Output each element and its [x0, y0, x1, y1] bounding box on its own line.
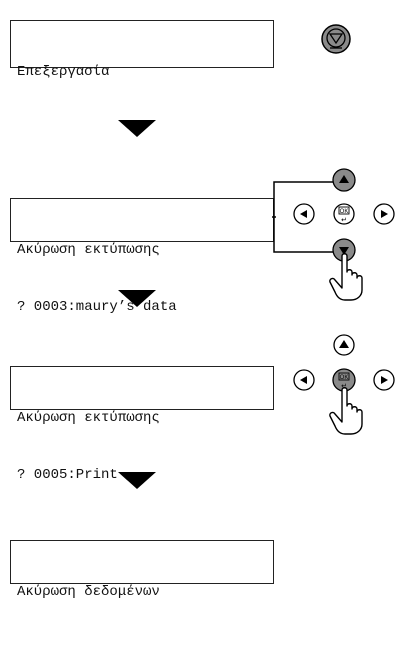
up-key[interactable] — [333, 334, 355, 356]
nav-keypad-step-2: OK ↵ — [272, 168, 395, 301]
lcd-line-2: ? 0005:Print — [17, 467, 118, 483]
down-arrow-icon — [339, 247, 349, 255]
bracket-line — [273, 181, 342, 217]
pointing-hand-icon — [329, 387, 363, 435]
lcd-line-1: Ακύρωση δεδομένων — [17, 584, 160, 600]
up-arrow-icon — [339, 340, 349, 348]
lcd-line-1: Επεξεργασία — [17, 64, 110, 80]
lcd-line-1: Ακύρωση εκτύπωσης — [17, 242, 160, 258]
enter-icon: ↵ — [341, 217, 347, 224]
right-arrow-icon — [381, 210, 388, 218]
down-key[interactable] — [332, 238, 356, 262]
up-arrow-icon — [339, 175, 349, 183]
left-key[interactable] — [293, 369, 315, 391]
ok-key[interactable]: OK ↵ — [333, 203, 355, 225]
ok-label: OK — [340, 375, 349, 381]
left-key[interactable] — [293, 203, 315, 225]
stop-icon — [328, 33, 344, 45]
lcd-display-step-3: Ακύρωση εκτύπωσης ? 0005:Print — [10, 366, 274, 483]
pointing-hand-icon — [329, 253, 363, 301]
right-key[interactable] — [373, 369, 395, 391]
stop-key[interactable] — [319, 22, 353, 56]
lcd-display-step-4: Ακύρωση δεδομένων — [10, 540, 274, 600]
right-arrow-icon — [381, 376, 388, 384]
lcd-display-step-1: Επεξεργασία — [10, 20, 274, 80]
lcd-display-step-2: Ακύρωση εκτύπωσης ? 0003:maury’s data — [10, 198, 274, 315]
left-arrow-icon — [300, 376, 307, 384]
enter-icon: ↵ — [341, 383, 347, 390]
right-key[interactable] — [373, 203, 395, 225]
nav-keypad-step-3: OK ↵ — [293, 334, 395, 435]
up-key[interactable] — [332, 168, 356, 192]
lcd-line-1: Ακύρωση εκτύπωσης — [17, 410, 160, 426]
down-arrow-2 — [118, 290, 156, 307]
left-arrow-icon — [300, 210, 307, 218]
down-arrow-1 — [118, 120, 156, 137]
ok-label: OK — [340, 209, 349, 215]
down-arrow-3 — [118, 472, 156, 489]
